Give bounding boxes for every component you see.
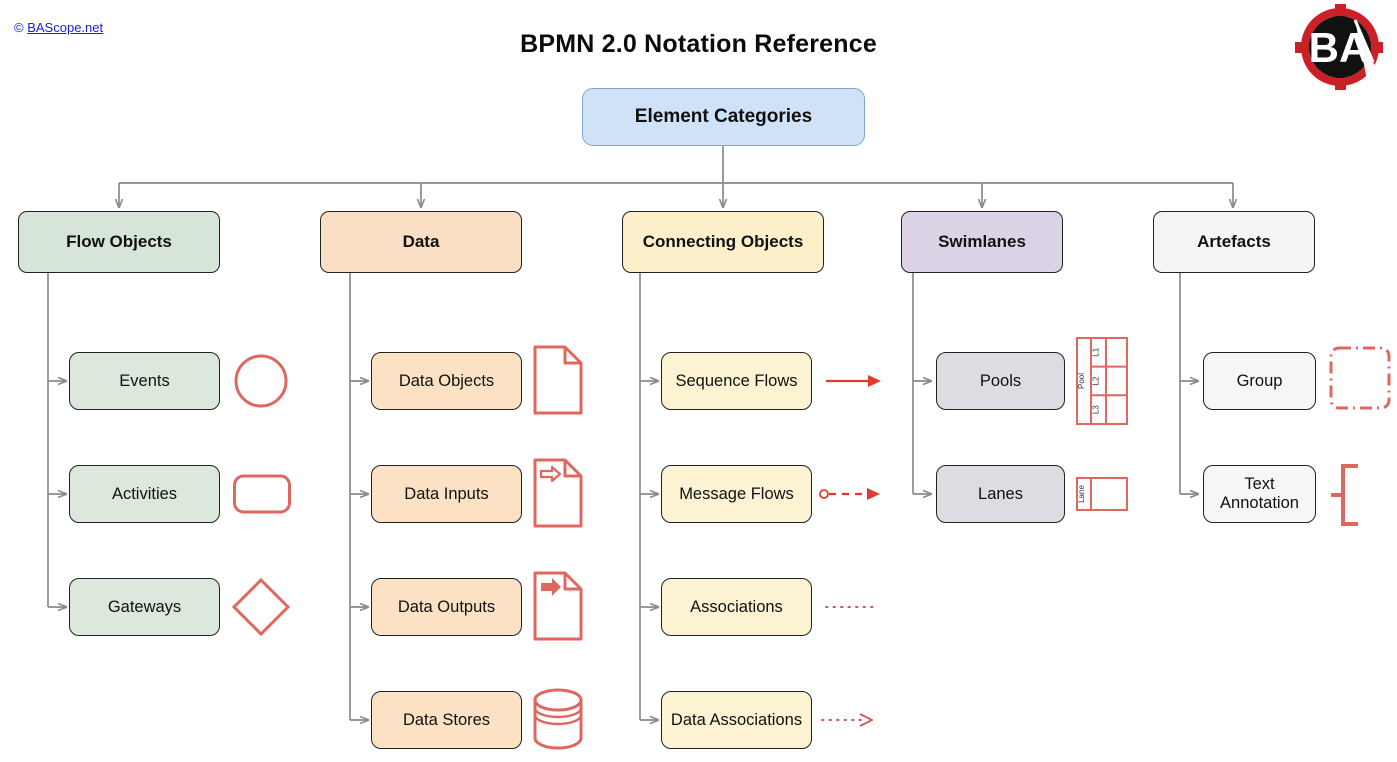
leaf-text-annotation[interactable]: Text Annotation	[1203, 465, 1316, 523]
leaf-lanes[interactable]: Lanes	[936, 465, 1065, 523]
lane-grid-lane-label: Lane	[1077, 485, 1086, 503]
bascope-logo: BA	[1293, 2, 1389, 94]
leaf-associations[interactable]: Associations	[661, 578, 812, 636]
category-connecting-objects[interactable]: Connecting Objects	[622, 211, 824, 273]
category-label: Connecting Objects	[642, 232, 804, 252]
dash-dot-rectangle-icon	[1328, 345, 1392, 415]
category-swimlanes[interactable]: Swimlanes	[901, 211, 1063, 273]
leaf-label: Lanes	[978, 484, 1023, 503]
leaf-data-associations[interactable]: Data Associations	[661, 691, 812, 749]
category-label: Artefacts	[1197, 232, 1271, 252]
leaf-message-flows[interactable]: Message Flows	[661, 465, 812, 523]
leaf-data-inputs[interactable]: Data Inputs	[371, 465, 522, 523]
leaf-sequence-flows[interactable]: Sequence Flows	[661, 352, 812, 410]
pool-grid-icon: Pool L1 L2 L3	[1076, 337, 1128, 425]
leaf-label: Message Flows	[679, 484, 794, 503]
pool-grid-lane1-label: L1	[1092, 347, 1101, 356]
document-filled-arrow-icon	[532, 570, 584, 642]
category-label: Flow Objects	[66, 232, 172, 252]
leaf-data-stores[interactable]: Data Stores	[371, 691, 522, 749]
category-label: Swimlanes	[938, 232, 1026, 252]
leaf-label: Data Associations	[670, 710, 803, 729]
category-flow-objects[interactable]: Flow Objects	[18, 211, 220, 273]
pool-grid-lane2-label: L2	[1092, 376, 1101, 385]
pool-grid-lane3-label: L3	[1092, 405, 1101, 414]
dotted-line-icon	[824, 592, 882, 622]
leaf-label: Associations	[690, 597, 783, 616]
copyright-symbol: ©	[14, 20, 24, 35]
category-data[interactable]: Data	[320, 211, 522, 273]
leaf-gateways[interactable]: Gateways	[69, 578, 220, 636]
root-node-element-categories[interactable]: Element Categories	[582, 88, 865, 146]
leaf-label: Data Outputs	[397, 597, 496, 616]
page-title: BPMN 2.0 Notation Reference	[520, 30, 877, 58]
solid-arrow-icon	[822, 364, 884, 398]
leaf-activities[interactable]: Activities	[69, 465, 220, 523]
leaf-label: Text Annotation	[1220, 475, 1299, 512]
leaf-label: Events	[119, 371, 170, 390]
document-hollow-arrow-icon	[532, 457, 584, 529]
diamond-icon	[230, 576, 292, 638]
category-label: Data	[402, 232, 440, 252]
dotted-open-arrow-icon	[820, 705, 882, 735]
leaf-label: Pools	[979, 371, 1022, 390]
lane-grid-icon: Lane	[1076, 477, 1128, 511]
root-node-label: Element Categories	[634, 106, 813, 128]
rounded-rectangle-icon	[232, 470, 292, 518]
leaf-label: Group	[1236, 371, 1283, 390]
leaf-label: Data Stores	[402, 710, 491, 729]
logo-crosshair-icon	[1295, 4, 1383, 90]
leaf-data-outputs[interactable]: Data Outputs	[371, 578, 522, 636]
bracket-icon	[1330, 460, 1378, 530]
leaf-label: Data Objects	[398, 371, 495, 390]
bascope-link[interactable]: BAScope.net	[27, 20, 104, 35]
document-icon	[532, 344, 584, 416]
leaf-label: Gateways	[107, 597, 182, 616]
leaf-label: Activities	[111, 484, 178, 503]
leaf-label: Sequence Flows	[675, 371, 798, 390]
category-artefacts[interactable]: Artefacts	[1153, 211, 1315, 273]
leaf-group[interactable]: Group	[1203, 352, 1316, 410]
circle-icon	[232, 352, 290, 410]
database-cylinder-icon	[530, 688, 586, 752]
leaf-data-objects[interactable]: Data Objects	[371, 352, 522, 410]
pool-grid-pool-label: Pool	[1077, 373, 1086, 389]
dashed-arrow-circle-icon	[818, 477, 884, 511]
copyright-notice: © BAScope.net	[14, 20, 103, 35]
leaf-label: Data Inputs	[404, 484, 489, 503]
leaf-pools[interactable]: Pools	[936, 352, 1065, 410]
leaf-events[interactable]: Events	[69, 352, 220, 410]
